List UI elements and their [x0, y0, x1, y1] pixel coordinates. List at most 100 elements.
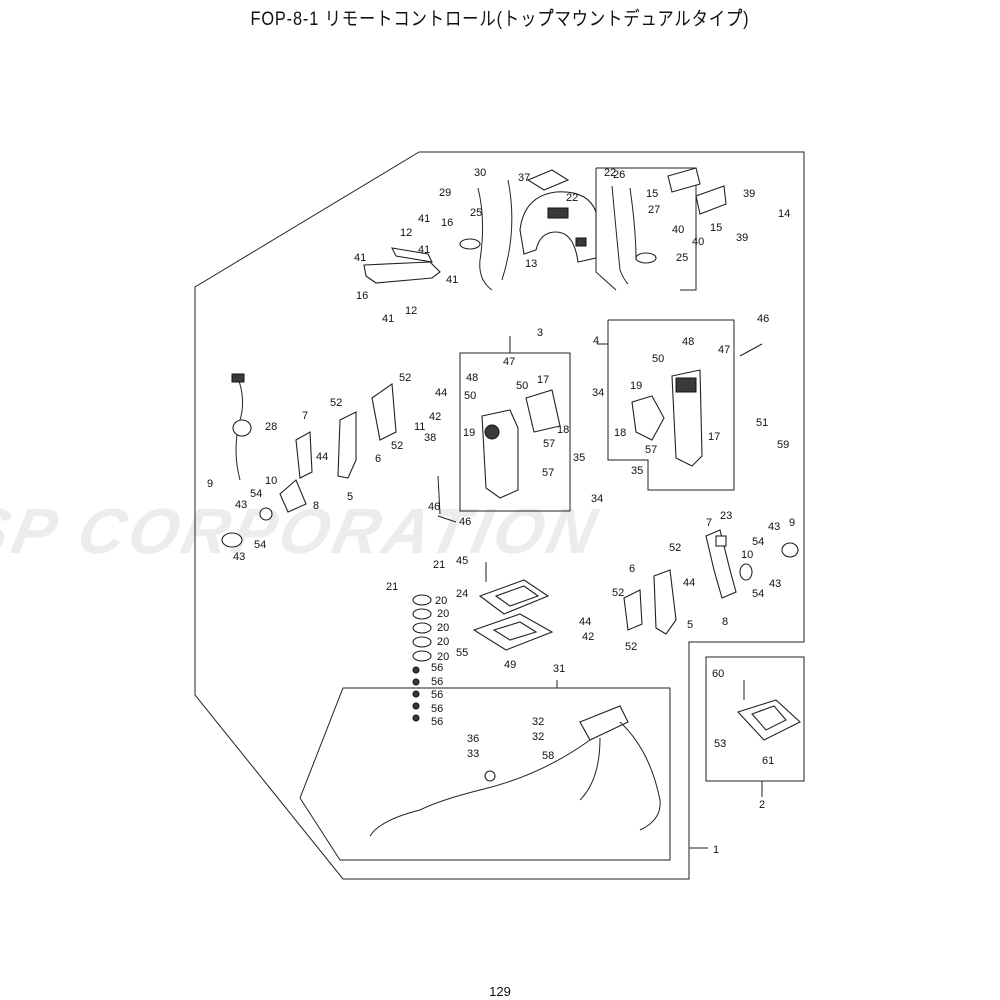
part-callout-46: 46: [459, 516, 471, 528]
part-callout-8: 8: [722, 616, 728, 628]
part-callout-18: 18: [557, 424, 569, 436]
part-callout-44: 44: [579, 616, 591, 628]
part-callout-19: 19: [463, 427, 475, 439]
part-callout-7: 7: [706, 517, 712, 529]
part-callout-23: 23: [720, 510, 732, 522]
part-callout-33: 33: [467, 748, 479, 760]
part-callout-47: 47: [718, 344, 730, 356]
part-callout-40: 40: [672, 224, 684, 236]
part-callout-1: 1: [713, 844, 719, 856]
control-unit-4: [631, 369, 703, 467]
part-callout-57: 57: [645, 444, 657, 456]
part-callout-43: 43: [768, 521, 780, 533]
part-callout-60: 60: [712, 668, 724, 680]
part-callout-14: 14: [778, 208, 790, 220]
part-callout-47: 47: [503, 356, 515, 368]
part-callout-22: 22: [604, 167, 616, 179]
part-callout-48: 48: [682, 336, 694, 348]
frame-part-2: [705, 656, 805, 782]
part-callout-56: 56: [431, 689, 443, 701]
pad-part-2: [737, 680, 801, 741]
part-callout-54: 54: [752, 536, 764, 548]
frame-part-27: [596, 167, 697, 291]
part-callout-20: 20: [437, 651, 449, 663]
frame-part-3: [459, 352, 571, 512]
part-callout-46: 46: [428, 501, 440, 513]
part-callout-20: 20: [437, 608, 449, 620]
part-callout-52: 52: [399, 372, 411, 384]
part-callout-40: 40: [692, 236, 704, 248]
part-callout-5: 5: [347, 491, 353, 503]
part-callout-52: 52: [391, 440, 403, 452]
part-callout-16: 16: [356, 290, 368, 302]
part-callout-17: 17: [537, 374, 549, 386]
part-callout-20: 20: [437, 636, 449, 648]
part-callout-35: 35: [631, 465, 643, 477]
part-callout-11: 11: [414, 421, 425, 433]
part-callout-36: 36: [467, 733, 479, 745]
part-callout-56: 56: [431, 662, 443, 674]
part-callout-31: 31: [553, 663, 565, 675]
part-callout-20: 20: [437, 622, 449, 634]
part-callout-41: 41: [354, 252, 366, 264]
plates-24: [472, 579, 554, 651]
part-callout-43: 43: [233, 551, 245, 563]
part-callout-54: 54: [250, 488, 262, 500]
frame-part-4: [607, 319, 735, 491]
part-callout-27: 27: [648, 204, 660, 216]
part-callout-3: 3: [537, 327, 543, 339]
cable-harnesses: [477, 179, 637, 291]
levers-left: [221, 383, 397, 548]
part-callout-52: 52: [669, 542, 681, 554]
part-callout-29: 29: [439, 187, 451, 199]
part-callout-15: 15: [710, 222, 722, 234]
part-callout-4: 4: [593, 335, 599, 347]
part-callout-28: 28: [265, 421, 277, 433]
assembly-frame-main: [194, 151, 805, 880]
part-callout-8: 8: [313, 500, 319, 512]
part-callout-44: 44: [435, 387, 447, 399]
part-callout-41: 41: [382, 313, 394, 325]
part-callout-41: 41: [446, 274, 458, 286]
part-callout-25: 25: [676, 252, 688, 264]
harness-frame: [299, 687, 671, 861]
cover-13: [519, 191, 597, 263]
switch-15: [667, 167, 727, 215]
part-callout-32: 32: [532, 731, 544, 743]
part-callout-38: 38: [424, 432, 436, 444]
part-callout-24: 24: [456, 588, 468, 600]
clamp-25-b: [635, 252, 657, 264]
harness-31: [369, 705, 661, 837]
part-callout-19: 19: [630, 380, 642, 392]
part-callout-34: 34: [592, 387, 604, 399]
part-callout-42: 42: [429, 411, 441, 423]
part-callout-10: 10: [741, 549, 753, 561]
part-callout-61: 61: [762, 755, 774, 767]
part-callout-22: 22: [566, 192, 578, 204]
part-callout-34: 34: [591, 493, 603, 505]
part-callout-44: 44: [683, 577, 695, 589]
part-callout-46: 46: [757, 313, 769, 325]
part-callout-57: 57: [543, 438, 555, 450]
nuts-56: [412, 666, 420, 722]
gasket-37: [526, 169, 570, 191]
part-callout-5: 5: [687, 619, 693, 631]
part-callout-51: 51: [756, 417, 768, 429]
part-callout-43: 43: [769, 578, 781, 590]
part-callout-21: 21: [433, 559, 445, 571]
bracket-12: [363, 247, 441, 284]
part-callout-53: 53: [714, 738, 726, 750]
clamp-25-a: [459, 238, 481, 250]
leader-lines: [509, 336, 763, 849]
part-callout-59: 59: [777, 439, 789, 451]
part-callout-54: 54: [254, 539, 266, 551]
part-callout-54: 54: [752, 588, 764, 600]
part-callout-58: 58: [542, 750, 554, 762]
part-callout-45: 45: [456, 555, 468, 567]
part-callout-52: 52: [330, 397, 342, 409]
part-callout-17: 17: [708, 431, 720, 443]
part-callout-26: 26: [613, 169, 625, 181]
part-callout-2: 2: [759, 799, 765, 811]
